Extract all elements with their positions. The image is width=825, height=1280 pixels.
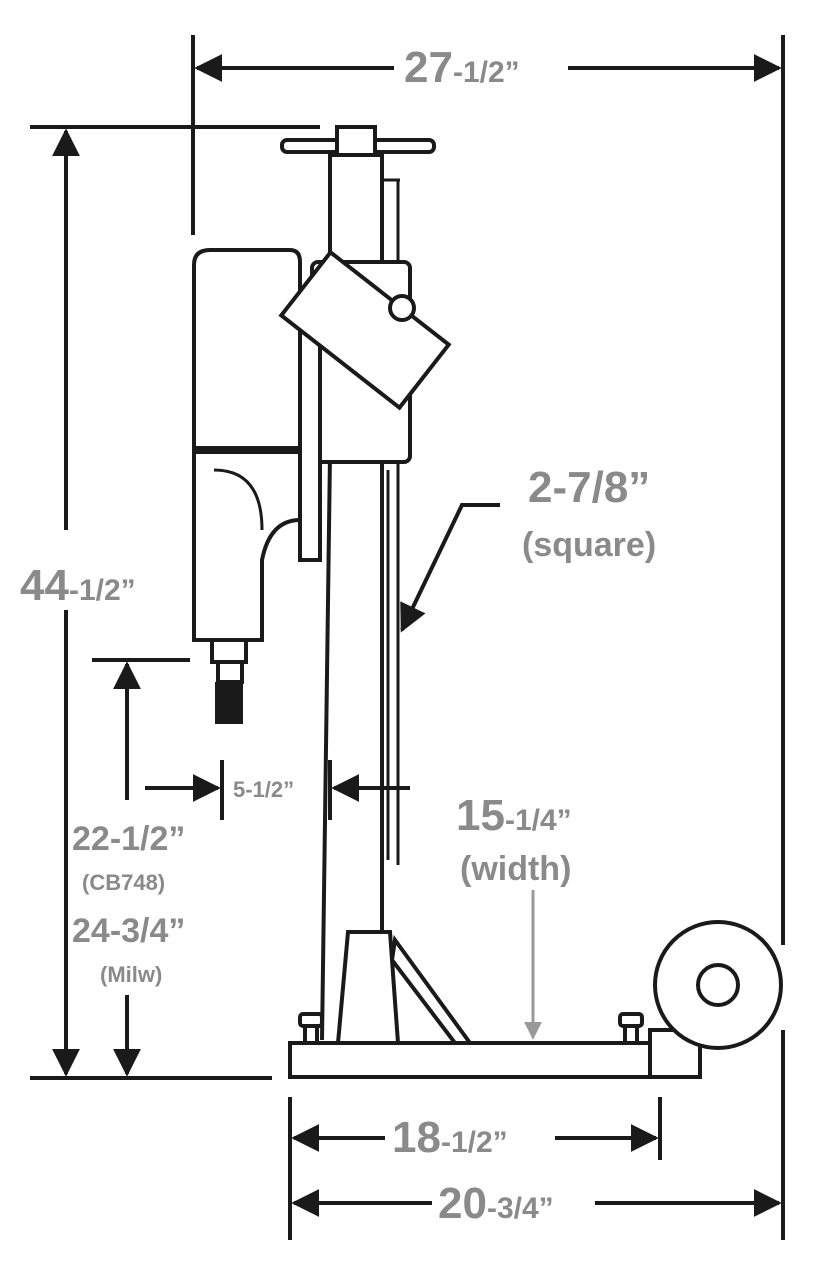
offset-label: 5-1/2”	[233, 777, 294, 802]
dimension-arrows	[52, 54, 782, 1217]
spindle-collar	[210, 638, 248, 664]
height-cb748-label: 22-1/2”	[72, 820, 185, 858]
leveling-screw-right-post	[623, 1024, 639, 1045]
base-width-label: 15-1/4”	[456, 791, 572, 840]
support-brace	[389, 934, 474, 1045]
overall-height-label: 44-1/2”	[20, 561, 136, 610]
leveling-screw-left-post	[303, 1024, 319, 1045]
mount-plate	[298, 328, 322, 562]
extension-lines	[30, 35, 785, 1240]
feed-handle-box	[278, 249, 452, 411]
drill-stand	[192, 125, 783, 1079]
column-foot	[335, 930, 401, 1045]
overall-length-label: 20-3/4”	[438, 1179, 554, 1228]
column-size-note: (square)	[522, 526, 656, 564]
base-length-label: 18-1/2”	[392, 1113, 508, 1162]
spindle	[216, 660, 244, 684]
height-cb748-note: (CB748)	[82, 870, 165, 895]
wheel-hub	[696, 963, 740, 1007]
spindle-thread	[215, 682, 243, 724]
height-milw-label: 24-3/4”	[72, 912, 185, 950]
drill-motor	[192, 248, 302, 452]
column-size-label: 2-7/8”	[528, 463, 650, 512]
overall-width-label: 27-1/2”	[404, 43, 520, 92]
height-milw-note: (Milw)	[100, 962, 162, 987]
base-plate	[288, 1041, 700, 1079]
base-width-note: (width)	[460, 850, 571, 888]
top-cap	[335, 125, 377, 159]
pivot-bolt	[388, 294, 416, 322]
